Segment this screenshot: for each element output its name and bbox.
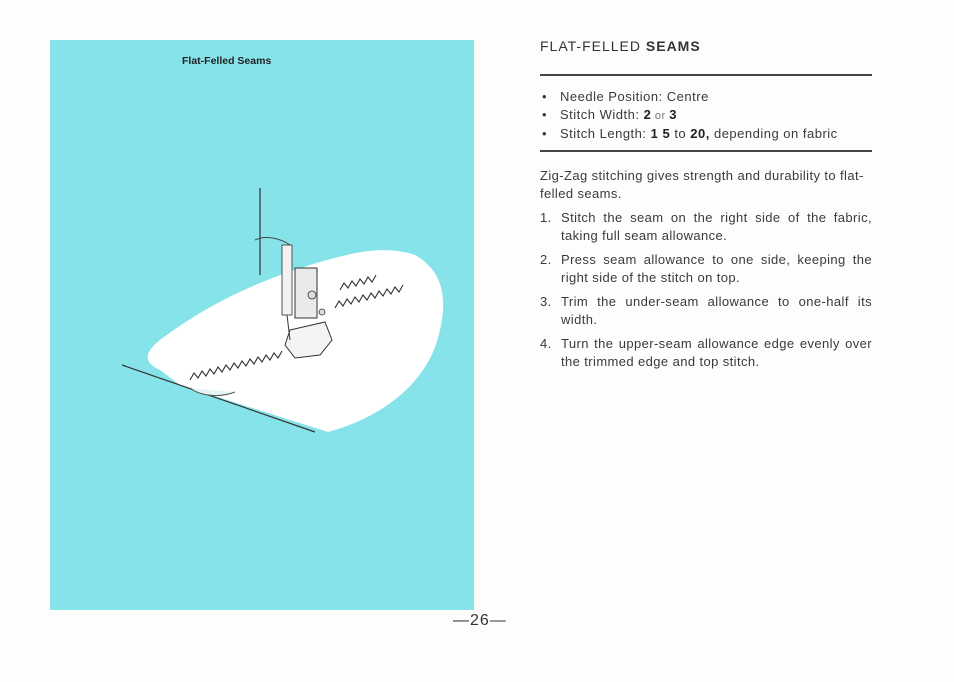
- step-text: Turn the upper-seam allowance edge evenl…: [561, 336, 872, 369]
- step-list: 1. Stitch the seam on the right side of t…: [540, 209, 872, 377]
- spec-needle-position: • Needle Position: Centre: [542, 88, 838, 106]
- spec-connector: or: [651, 110, 670, 122]
- spec-value: 1 5: [650, 126, 671, 141]
- spec-label: Stitch Width:: [560, 107, 644, 122]
- step-item: 1. Stitch the seam on the right side of t…: [540, 209, 872, 245]
- step-number: 2.: [540, 252, 552, 267]
- needle-bar: [281, 244, 293, 316]
- step-item: 4. Turn the upper-seam allowance edge eve…: [540, 335, 872, 371]
- bullet: •: [542, 89, 548, 104]
- spec-stitch-length: • Stitch Length: 1 5 to 20, depending on …: [542, 125, 838, 143]
- presser-shank: [294, 267, 318, 319]
- heading-part-1: FLAT-FELLED: [540, 38, 646, 54]
- figure-title: Flat-Felled Seams: [182, 55, 272, 67]
- spec-value: Centre: [666, 89, 709, 104]
- step-number: 1.: [540, 210, 552, 225]
- spec-note: depending on fabric: [709, 126, 838, 141]
- spec-label: Needle Position:: [560, 89, 667, 104]
- page-heading: FLAT-FELLED SEAMS: [540, 38, 701, 54]
- step-text: Stitch the seam on the right side of the…: [561, 210, 872, 243]
- sewing-illustration: [121, 188, 444, 433]
- intro-text: Zig-Zag stitching gives strength and dur…: [540, 168, 864, 201]
- spec-value: 2: [643, 107, 652, 122]
- zigzag-stitch: [189, 350, 283, 381]
- illustration-panel: [50, 40, 474, 610]
- step-number: 4.: [540, 336, 552, 351]
- fabric-edge-line: [121, 364, 316, 433]
- spec-stitch-width: • Stitch Width: 2 or 3: [542, 106, 838, 125]
- spec-list: • Needle Position: Centre • Stitch Width: …: [542, 88, 838, 143]
- heading-part-2: SEAMS: [645, 38, 701, 54]
- page-number: —26—: [453, 612, 507, 629]
- spec-label: Stitch Length:: [560, 126, 651, 141]
- foot-screw: [307, 290, 317, 300]
- bullet: •: [542, 107, 548, 122]
- presser-foot: [284, 321, 333, 359]
- foot-screw-2: [318, 308, 326, 316]
- bullet: •: [542, 126, 548, 141]
- step-number: 3.: [540, 294, 552, 309]
- step-text: Trim the under-seam allowance to one-hal…: [561, 294, 872, 327]
- spec-value: 20,: [690, 126, 710, 141]
- zigzag-stitch-far: [339, 274, 377, 291]
- step-item: 2. Press seam allowance to one side, keep…: [540, 251, 872, 287]
- zigzag-stitch-upper: [334, 284, 404, 309]
- rule-bottom: [540, 150, 872, 152]
- hook: [254, 237, 291, 246]
- spec-connector: to: [670, 126, 691, 141]
- spec-value: 3: [669, 107, 677, 122]
- step-text: Press seam allowance to one side, keepin…: [561, 252, 872, 285]
- step-item: 3. Trim the under-seam allowance to one-h…: [540, 293, 872, 329]
- seam-fold: [189, 387, 236, 396]
- needle: [286, 314, 291, 341]
- rule-top: [540, 74, 872, 76]
